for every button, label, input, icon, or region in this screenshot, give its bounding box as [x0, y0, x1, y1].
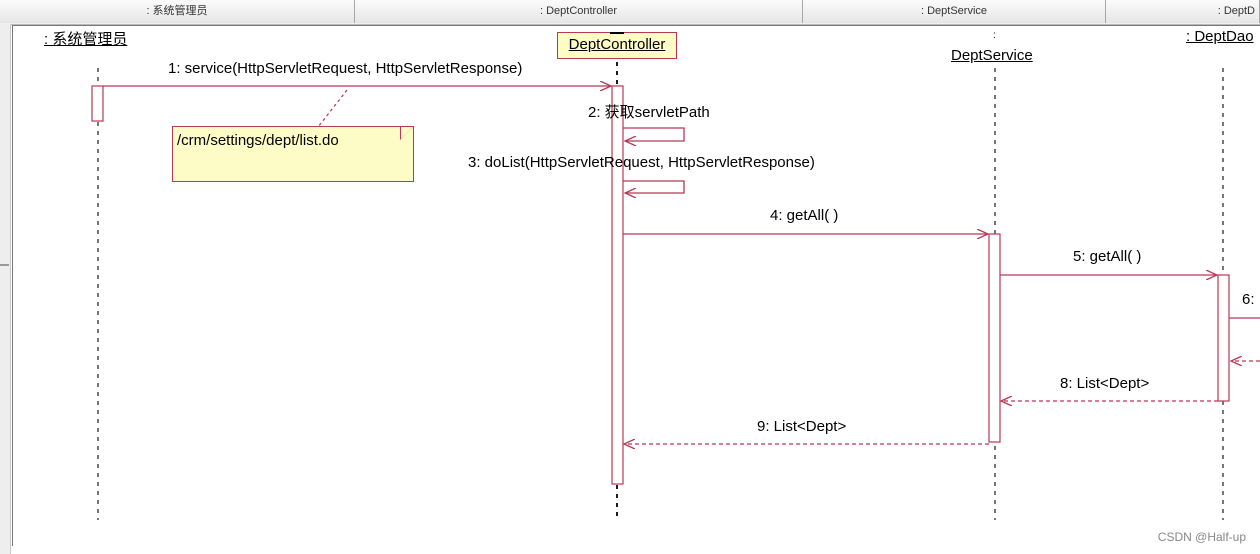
- message-label-m1[interactable]: 1: service(HttpServletRequest, HttpServl…: [168, 60, 523, 77]
- message-label-m8[interactable]: 8: List<Dept>: [1060, 375, 1150, 392]
- diagram-frame: [12, 25, 1260, 546]
- arrow-m3: [623, 180, 685, 193]
- lifeline-head-controller-label: DeptController: [568, 36, 666, 53]
- message-label-m2[interactable]: 2: 获取servletPath: [588, 104, 710, 121]
- message-label-m6[interactable]: 6:: [1242, 291, 1255, 308]
- left-splitter[interactable]: [0, 24, 11, 554]
- arrow-m2: [623, 127, 685, 141]
- header-cell-controller[interactable]: : DeptController: [355, 0, 803, 23]
- url-note[interactable]: /crm/settings/dept/list.do: [172, 126, 414, 182]
- activation-controller: [611, 85, 624, 485]
- lifeline-head-admin[interactable]: : 系统管理员: [44, 31, 128, 48]
- lifeline-head-service-tick: :: [993, 30, 996, 41]
- splitter-mark: [0, 264, 9, 266]
- message-label-m9[interactable]: 9: List<Dept>: [757, 418, 847, 435]
- lifeline-head-dao[interactable]: : DeptDao: [1186, 28, 1254, 45]
- message-label-m4[interactable]: 4: getAll( ): [770, 207, 839, 224]
- header-cell-dao[interactable]: : DeptD: [1106, 0, 1260, 23]
- header-cell-service[interactable]: : DeptService: [803, 0, 1106, 23]
- lifeline-head-controller[interactable]: DeptController: [557, 32, 677, 59]
- activation-dao: [1217, 274, 1230, 402]
- lifeline-head-service[interactable]: DeptService: [951, 47, 1033, 64]
- note-text: /crm/settings/dept/list.do: [177, 132, 339, 149]
- message-label-m5[interactable]: 5: getAll( ): [1073, 248, 1142, 265]
- activation-admin: [91, 85, 104, 122]
- watermark: CSDN @Half-up: [1157, 530, 1246, 544]
- note-anchor-line: [317, 89, 348, 128]
- header-cell-admin[interactable]: : 系统管理员: [0, 0, 355, 23]
- activation-service: [988, 233, 1001, 443]
- lifeline-header-bar: : 系统管理员 : DeptController : DeptService :…: [0, 0, 1260, 25]
- message-label-m3[interactable]: 3: doList(HttpServletRequest, HttpServle…: [468, 154, 815, 171]
- lifeline-head-controller-mark: [610, 32, 624, 34]
- note-fold-inner: [401, 127, 413, 139]
